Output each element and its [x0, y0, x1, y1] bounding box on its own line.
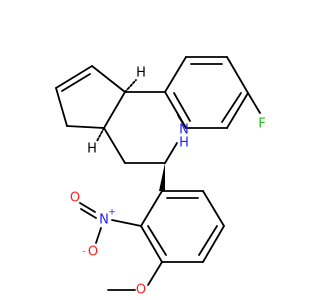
bond — [164, 142, 178, 164]
molecule-canvas: F N H N + O O - O H H — [55, 56, 266, 298]
amine-n-label: N — [179, 123, 189, 138]
bond — [111, 219, 142, 227]
methoxy-o-label: O — [136, 283, 146, 298]
bond — [226, 92, 249, 129]
bond — [80, 208, 97, 219]
bond — [247, 92, 261, 114]
bond — [95, 227, 102, 244]
amine-h-label: H — [179, 136, 189, 151]
bond — [202, 190, 225, 227]
aromatic-bond — [221, 92, 242, 123]
nitro-n-label: N — [99, 213, 109, 228]
bond — [66, 125, 105, 129]
bond — [164, 56, 187, 93]
double-bond — [61, 73, 91, 92]
bond — [140, 225, 163, 263]
bond — [140, 190, 163, 227]
stereo-h-top-label: H — [136, 66, 146, 81]
bond — [202, 225, 225, 263]
bond — [103, 91, 126, 129]
bond — [147, 261, 163, 286]
fluorine-atom-label: F — [258, 117, 265, 132]
wedge-bond — [159, 163, 165, 191]
bond — [79, 202, 96, 213]
stereo-bond — [124, 79, 137, 93]
nitro-negative-charge: - — [82, 247, 85, 257]
stereo-h-bottom-label: H — [87, 142, 97, 157]
aromatic-bond — [173, 92, 191, 122]
stereo-bond — [96, 127, 105, 142]
bond — [103, 127, 126, 164]
nitro-o-top-label: O — [70, 191, 80, 206]
bond — [91, 65, 126, 93]
aromatic-bond — [147, 225, 167, 256]
bond — [178, 116, 187, 129]
bond — [55, 87, 68, 127]
bond — [55, 65, 93, 89]
nitro-o-minus-label: O — [88, 245, 98, 260]
nitro-positive-charge: + — [108, 208, 116, 218]
skeleton-bonds — [55, 56, 261, 291]
aromatic-bond — [198, 225, 218, 256]
atom-labels: F N H N + O O - O H H — [70, 66, 266, 298]
molecule-diagram: F N H N + O O - O H H — [55, 56, 266, 298]
bond — [226, 56, 249, 94]
